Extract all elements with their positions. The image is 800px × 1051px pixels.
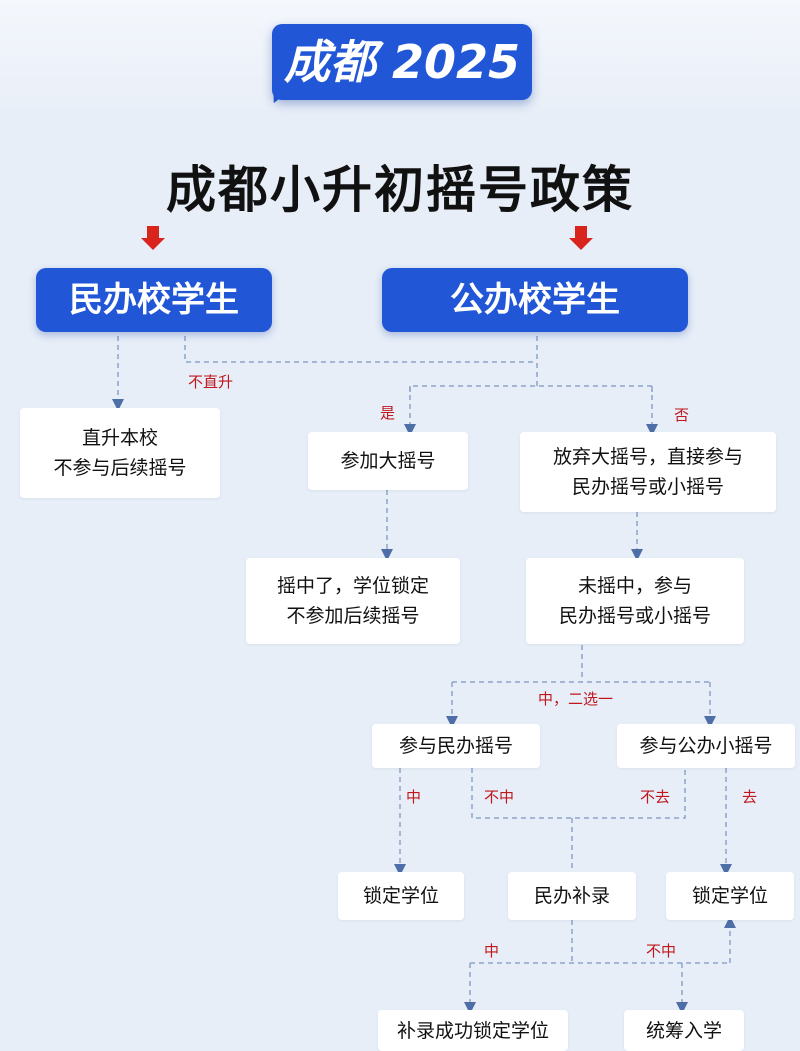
node-skip-big-lottery: 放弃大摇号，直接参与 民办摇号或小摇号 <box>520 432 776 512</box>
node-won-locked: 摇中了，学位锁定 不参加后续摇号 <box>246 558 460 644</box>
page-title: 成都小升初摇号政策 <box>166 161 634 219</box>
node-coordinated-enrollment: 统筹入学 <box>624 1010 744 1051</box>
label-win-bottom: 中 <box>484 942 500 960</box>
node-not-won: 未摇中，参与 民办摇号或小摇号 <box>526 558 744 644</box>
node-lock-seat-left: 锁定学位 <box>338 872 464 920</box>
label-no: 否 <box>674 406 690 424</box>
red-arrow-left <box>141 226 165 250</box>
node-private-lottery: 参与民办摇号 <box>372 724 540 768</box>
label-win-left: 中 <box>406 788 422 806</box>
category-public-students: 公办校学生 <box>382 268 688 332</box>
category-private-students: 民办校学生 <box>36 268 272 332</box>
label-lose-left: 不中 <box>484 788 515 806</box>
label-not-direct: 不直升 <box>188 373 234 391</box>
node-direct-promotion: 直升本校 不参与后续摇号 <box>20 408 220 498</box>
node-lock-seat-right: 锁定学位 <box>666 872 794 920</box>
node-join-big-lottery: 参加大摇号 <box>308 432 468 490</box>
label-not-go: 不去 <box>640 788 671 806</box>
label-yes: 是 <box>380 404 396 422</box>
label-lose-bottom: 不中 <box>646 942 677 960</box>
label-pick-one: 中，二选一 <box>538 690 614 708</box>
red-arrow-right <box>569 226 593 250</box>
node-supplement-success: 补录成功锁定学位 <box>378 1010 568 1051</box>
year-badge: 成都 2025 <box>272 24 532 100</box>
label-go: 去 <box>742 788 758 806</box>
node-public-small-lottery: 参与公办小摇号 <box>617 724 795 768</box>
node-private-supplement: 民办补录 <box>508 872 636 920</box>
